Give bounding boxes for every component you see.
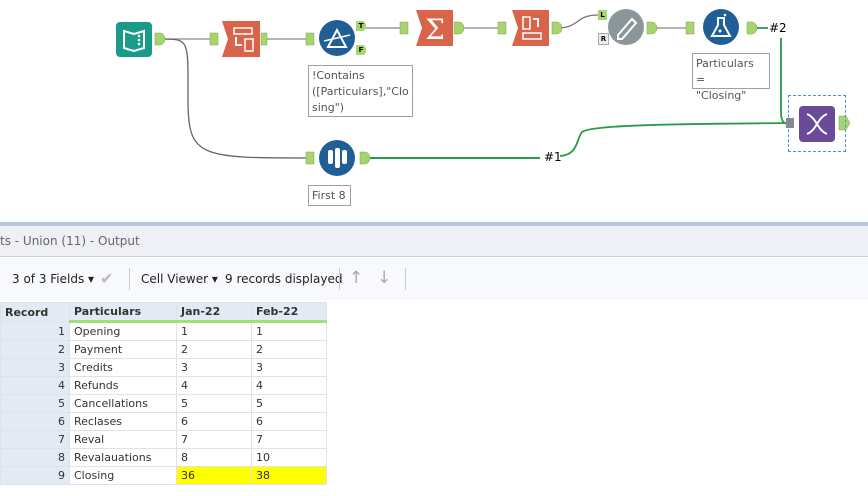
join-tool[interactable] — [608, 9, 644, 45]
particulars-cell[interactable]: Reval — [69, 430, 177, 449]
particulars-cell[interactable]: Opening — [69, 321, 177, 341]
jan-cell[interactable]: 2 — [176, 340, 252, 359]
record-cell[interactable]: 6 — [0, 412, 70, 431]
sample-annotation[interactable]: First 8 — [308, 185, 351, 206]
feb-cell[interactable]: 4 — [251, 376, 327, 395]
sigma-icon: Σ — [416, 10, 453, 46]
up-arrow-icon[interactable]: ↑ — [349, 268, 364, 288]
particulars-cell[interactable]: Revalauations — [69, 448, 177, 467]
union-tool-selection[interactable] — [788, 95, 846, 152]
apply-check-icon[interactable]: ✔ — [100, 269, 114, 288]
particulars-cell[interactable]: Closing — [69, 466, 177, 485]
fields-dropdown[interactable]: 3 of 3 Fields ▾ — [12, 272, 95, 286]
particulars-cell[interactable]: Refunds — [69, 376, 177, 395]
port-false[interactable]: F — [356, 45, 366, 55]
sample-tool[interactable] — [319, 140, 355, 176]
select-tool[interactable] — [222, 21, 260, 57]
select-icon — [222, 21, 260, 57]
filter-tool[interactable] — [319, 20, 355, 56]
port-true[interactable]: T — [356, 21, 366, 31]
record-cell[interactable]: 9 — [0, 466, 70, 485]
cell-viewer-dropdown[interactable]: Cell Viewer ▾ — [141, 272, 218, 286]
connection-label-1: #1 — [544, 150, 562, 164]
transpose-tool[interactable] — [512, 10, 549, 46]
book-icon — [123, 29, 145, 53]
record-cell[interactable]: 7 — [0, 430, 70, 449]
jan-cell[interactable]: 36 — [176, 466, 252, 485]
pane-splitter[interactable] — [0, 222, 868, 226]
particulars-cell[interactable]: Reclases — [69, 412, 177, 431]
table-header-row: Record Particulars Jan-22 Feb-22 — [0, 302, 327, 323]
summarize-tool[interactable]: Σ — [416, 10, 453, 46]
record-cell[interactable]: 3 — [0, 358, 70, 377]
jan-cell[interactable]: 3 — [176, 358, 252, 377]
results-header: ts - Union (11) - Output — [0, 226, 868, 257]
dna-icon — [806, 113, 828, 135]
jan-cell[interactable]: 6 — [176, 412, 252, 431]
formula-tool[interactable] — [703, 9, 739, 45]
feb-cell[interactable]: 7 — [251, 430, 327, 449]
feb-cell[interactable]: 5 — [251, 394, 327, 413]
feb-cell[interactable]: 3 — [251, 358, 327, 377]
record-cell[interactable]: 4 — [0, 376, 70, 395]
record-cell[interactable]: 5 — [0, 394, 70, 413]
particulars-cell[interactable]: Credits — [69, 358, 177, 377]
formula-annotation[interactable]: Particulars = "Closing" — [692, 53, 770, 102]
prism-icon — [323, 27, 351, 48]
col-jan[interactable]: Jan-22 — [176, 302, 252, 323]
feb-cell[interactable]: 6 — [251, 412, 327, 431]
col-record[interactable]: Record — [0, 302, 70, 322]
svg-text:Σ: Σ — [425, 13, 445, 46]
col-feb[interactable]: Feb-22 — [251, 302, 327, 323]
particulars-cell[interactable]: Payment — [69, 340, 177, 359]
feb-cell[interactable]: 10 — [251, 448, 327, 467]
port-left[interactable]: L — [598, 10, 607, 20]
records-count: 9 records displayed — [225, 272, 343, 286]
workflow-canvas[interactable]: T F Σ L R #2 #1 !Contains ([Particulars]… — [0, 0, 868, 222]
particulars-cell[interactable]: Cancellations — [69, 394, 177, 413]
col-particulars[interactable]: Particulars — [69, 302, 177, 323]
test-tubes-icon — [328, 148, 347, 168]
feb-cell[interactable]: 1 — [251, 321, 327, 341]
jan-cell[interactable]: 1 — [176, 321, 252, 341]
record-cell[interactable]: 8 — [0, 448, 70, 467]
record-cell[interactable]: 1 — [0, 321, 70, 341]
union-tool[interactable] — [799, 106, 835, 142]
connections — [154, 14, 851, 165]
port-right[interactable]: R — [598, 33, 609, 45]
input-data-tool[interactable] — [116, 22, 152, 57]
down-arrow-icon[interactable]: ↓ — [377, 268, 392, 288]
results-toolbar: 3 of 3 Fields ▾ ✔ Cell Viewer ▾ 9 record… — [0, 258, 868, 300]
record-cell[interactable]: 2 — [0, 340, 70, 359]
jan-cell[interactable]: 8 — [176, 448, 252, 467]
connection-label-2: #2 — [769, 21, 787, 35]
jan-cell[interactable]: 4 — [176, 376, 252, 395]
results-title: ts - Union (11) - Output — [0, 234, 140, 248]
filter-annotation[interactable]: !Contains ([Particulars],"Clo sing") — [308, 65, 413, 117]
feb-cell[interactable]: 38 — [251, 466, 327, 485]
flask-icon — [710, 13, 732, 37]
jan-cell[interactable]: 7 — [176, 430, 252, 449]
transpose-icon — [512, 10, 549, 46]
jan-cell[interactable]: 5 — [176, 394, 252, 413]
pencil-icon — [617, 17, 638, 40]
feb-cell[interactable]: 2 — [251, 340, 327, 359]
